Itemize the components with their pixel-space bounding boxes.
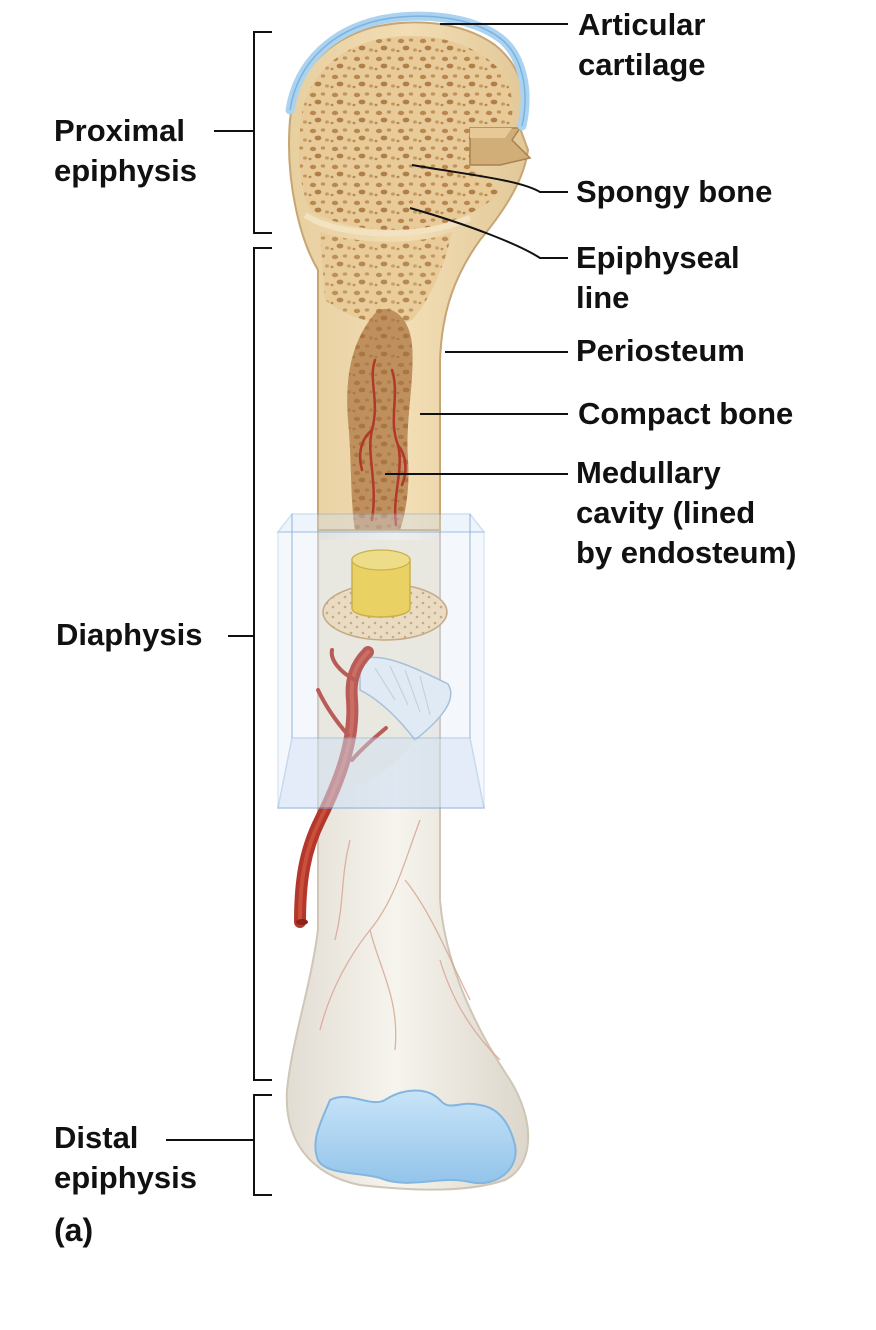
epiphyseal-line	[303, 212, 472, 237]
medullary-vessels	[358, 358, 407, 527]
brackets	[166, 31, 272, 1196]
label-proximal-epiphysis: Proximal epiphysis	[54, 113, 197, 188]
distal-cartilage	[314, 1089, 517, 1185]
spongy-bone-head	[299, 35, 513, 230]
label-diaphysis: Diaphysis	[56, 617, 203, 652]
label-compact-bone: Compact bone	[578, 396, 794, 431]
label-distal-epiphysis: Distal epiphysis	[54, 1120, 197, 1195]
cutaway-box	[276, 513, 486, 809]
label-medullary-cavity: Medullary cavity (lined by endosteum)	[576, 455, 797, 570]
bracket-diaphysis	[228, 247, 272, 1081]
leader-lines	[385, 23, 568, 475]
leader-spongy-bone	[411, 164, 568, 193]
surface-vessels	[319, 819, 501, 1061]
label-epiphyseal-line: Epiphyseal line	[576, 240, 740, 315]
spongy-bone-neck	[320, 232, 452, 324]
bracket-proximal-epiphysis	[214, 31, 272, 234]
bracket-distal-epiphysis	[166, 1094, 272, 1196]
label-periosteum: Periosteum	[576, 333, 745, 368]
leader-epiphyseal-line	[409, 207, 568, 259]
label-articular-cartilage: Articular cartilage	[578, 7, 706, 82]
artery-branches	[316, 648, 388, 762]
label-spongy-bone: Spongy bone	[576, 174, 773, 209]
figure-tag: (a)	[54, 1212, 94, 1248]
